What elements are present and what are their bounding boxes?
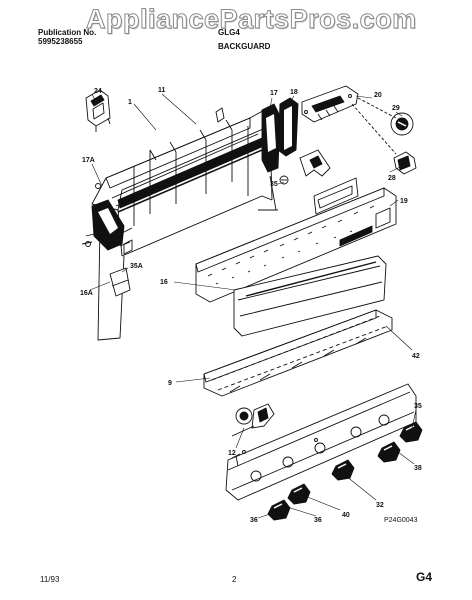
bracket-part-18 <box>277 97 299 157</box>
callout-19: 19 <box>400 198 408 205</box>
section-title: BACKGUARD <box>218 42 271 51</box>
figure-code: P24G0043 <box>384 517 418 524</box>
valve-part-12 <box>231 403 275 437</box>
publication-label: Publication No. <box>38 28 97 37</box>
bracket-part-16A <box>109 267 131 297</box>
model-code: GLG4 <box>218 28 240 37</box>
end-cap-part-17 <box>258 103 281 211</box>
callout-35-lower: 35 <box>414 403 422 410</box>
knob-part-38 <box>377 441 401 463</box>
knob-part-32 <box>331 459 355 481</box>
callout-16A: 16A <box>80 290 93 297</box>
clip-part <box>299 149 331 177</box>
callout-9: 9 <box>168 380 172 387</box>
callout-40: 40 <box>342 512 350 519</box>
callout-18: 18 <box>290 89 298 96</box>
lower-panel-part-16 <box>233 255 387 337</box>
footer-section-code: G4 <box>416 570 433 584</box>
callout-16: 16 <box>160 279 168 286</box>
switch-part-24 <box>85 89 111 132</box>
knob-part-36-b <box>287 483 311 505</box>
callout-36-right: 36 <box>314 517 322 524</box>
callout-20: 20 <box>374 92 382 99</box>
callout-12: 12 <box>228 450 236 457</box>
screw-part-35-upper <box>279 175 289 185</box>
footer-page-number: 2 <box>232 575 237 584</box>
footer-date: 11/93 <box>40 575 60 584</box>
watermark-text: AppliancePartsPros.com <box>86 4 417 35</box>
end-cap-part-17A <box>81 183 125 251</box>
callout-24: 24 <box>94 88 102 95</box>
front-panel-part-19 <box>195 177 397 303</box>
callout-42: 42 <box>412 353 420 360</box>
callout-35-upper: 35 <box>270 181 278 188</box>
callout-36-left: 36 <box>250 517 258 524</box>
callout-17: 17 <box>270 90 278 97</box>
knob-part-35-lower <box>399 421 423 443</box>
callout-28: 28 <box>388 175 396 182</box>
callout-38: 38 <box>414 465 422 472</box>
control-board-part-20 <box>301 85 359 123</box>
shaft-part-28 <box>393 151 417 175</box>
callout-35A: 35A <box>130 263 143 270</box>
publication-number: 5995238655 <box>38 37 83 46</box>
leader-lines <box>89 93 417 519</box>
control-panel-part-40 <box>225 383 417 501</box>
callout-1: 1 <box>128 99 132 106</box>
knob-part-29 <box>390 112 414 136</box>
knob-part-36-a <box>267 499 291 521</box>
callout-17A: 17A <box>82 157 95 164</box>
callout-32: 32 <box>376 502 384 509</box>
callout-11: 11 <box>158 87 166 94</box>
callout-29: 29 <box>392 105 400 112</box>
manifold-panel-part-42 <box>203 309 393 397</box>
